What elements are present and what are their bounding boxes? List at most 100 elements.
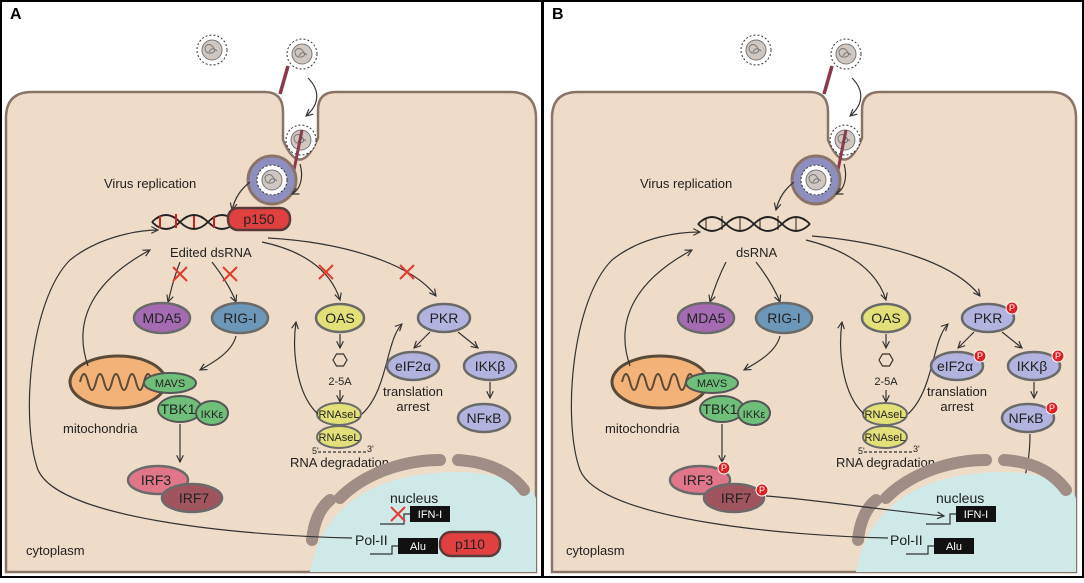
irf7-node [702, 482, 766, 514]
alu-gene-box [934, 538, 974, 554]
er-membrane [306, 494, 336, 546]
alu-label: Alu [410, 541, 426, 553]
polii-label: Pol-II [890, 532, 923, 548]
mitochondria-label: mitochondria [63, 421, 138, 436]
virus-receptor [278, 65, 290, 95]
25a-label: 2-5A [328, 376, 352, 388]
phospho-label: P [1009, 303, 1015, 313]
rnasel-node [862, 425, 908, 449]
virus-particle [830, 38, 862, 70]
rigi-node [754, 301, 814, 335]
alu-feedback-arrow [28, 230, 353, 539]
pkr-node [960, 302, 1016, 334]
alu-feedback-arrow [570, 232, 889, 539]
nucleus-label: nucleus [936, 490, 984, 506]
replication-arrow [776, 181, 795, 210]
arrow-pkr [267, 237, 436, 296]
cell-body [550, 90, 1078, 574]
cell-body [4, 90, 538, 574]
panel-b-letter: B [552, 6, 564, 23]
arrest-label: arrest [940, 399, 974, 414]
rnasel-label: RNAseL [319, 409, 360, 421]
virus-particle [256, 164, 288, 196]
arrow-mavs [744, 335, 781, 370]
five-prime-label: 5' [312, 446, 319, 456]
irf3-label: IRF3 [683, 472, 714, 488]
mavs-label: MAVS [697, 378, 727, 390]
eif2a-label: eIF2α [395, 358, 431, 374]
irf-ifn-arrow [765, 495, 944, 516]
er-membrane [880, 454, 992, 504]
virus-particle [196, 34, 228, 66]
entry-arrow [306, 77, 318, 116]
alu-promoter [370, 545, 398, 555]
arrow-eif2a [414, 331, 431, 348]
alu-gene-box [398, 538, 438, 554]
25a-label: 2-5A [874, 376, 898, 388]
virus-replication-label: Virus replication [640, 176, 732, 191]
oas-node [860, 302, 912, 334]
er-membrane [452, 454, 530, 496]
tbk1-label: TBK1 [702, 401, 737, 417]
alu-label: Alu [946, 541, 962, 553]
ikkb-label: IKKβ [475, 358, 506, 374]
nfkb-label: NFκB [467, 410, 502, 426]
ikke-label: IKKε [743, 409, 766, 421]
er-membrane [852, 494, 882, 546]
nfkb-node [1000, 402, 1056, 434]
translation-label: translation [383, 384, 443, 399]
phospho-label: P [721, 463, 727, 473]
panel-a: A Virus replication p150 Edited dsRNA [0, 0, 543, 578]
irf7-label: IRF7 [721, 490, 752, 506]
cytoplasm-label: cytoplasm [566, 543, 625, 558]
mda5-label: MDA5 [687, 310, 726, 326]
three-prime-label: 3' [367, 444, 374, 454]
virus-receptor [822, 65, 834, 95]
endosome-arrow [292, 163, 303, 194]
arrow-oas [805, 239, 886, 300]
eif2a-node [385, 350, 441, 382]
polii-label: Pol-II [355, 532, 388, 548]
translation-label: translation [927, 384, 987, 399]
tbk1-label: TBK1 [160, 401, 195, 417]
arrow-rigi [755, 261, 780, 302]
mitochondria-label: mitochondria [605, 421, 680, 436]
mavs-label: MAVS [155, 378, 185, 390]
mda5-node [132, 301, 192, 335]
p110-label: p110 [455, 536, 485, 552]
eif2a-label: eIF2α [937, 358, 973, 374]
nucleus-label: nucleus [390, 490, 438, 506]
arrow-ikkb [1001, 331, 1022, 348]
arrest-label: arrest [396, 399, 430, 414]
five-prime-label: 5' [858, 446, 865, 456]
mavs-node [143, 372, 197, 394]
replication-arrow [232, 181, 251, 210]
er-membrane [998, 454, 1072, 496]
pkr-label: PKR [430, 310, 459, 326]
dsrna-label: dsRNA [736, 245, 778, 260]
rnasel-label: RNAseL [865, 409, 906, 421]
arrow-ikkb [457, 331, 478, 348]
rnasel-label: RNAseL [319, 432, 360, 444]
irf7-node [160, 482, 224, 514]
ikkb-label: IKKβ [1017, 358, 1048, 374]
phospho-label: P [1049, 403, 1055, 413]
mito-feedback-arrow [82, 250, 150, 367]
endosome-arrow [836, 163, 847, 194]
ifn-gene-box [956, 506, 996, 522]
rnasel-feedback-arrow [841, 322, 865, 415]
mda5-node [676, 301, 736, 335]
cytoplasm-label: cytoplasm [26, 543, 85, 558]
nfkb-node [456, 402, 512, 434]
ikke-node [195, 400, 229, 426]
arrow-eif2a [958, 331, 975, 348]
ikke-label: IKKε [201, 409, 224, 421]
irf3-label: IRF3 [141, 472, 172, 488]
dsrna-label: Edited dsRNA [170, 245, 252, 260]
alu-promoter [906, 545, 934, 555]
virus-replication-label: Virus replication [104, 176, 196, 191]
pkr-label: PKR [974, 310, 1003, 326]
oas-label: OAS [871, 310, 901, 326]
mda5-label: MDA5 [143, 310, 182, 326]
